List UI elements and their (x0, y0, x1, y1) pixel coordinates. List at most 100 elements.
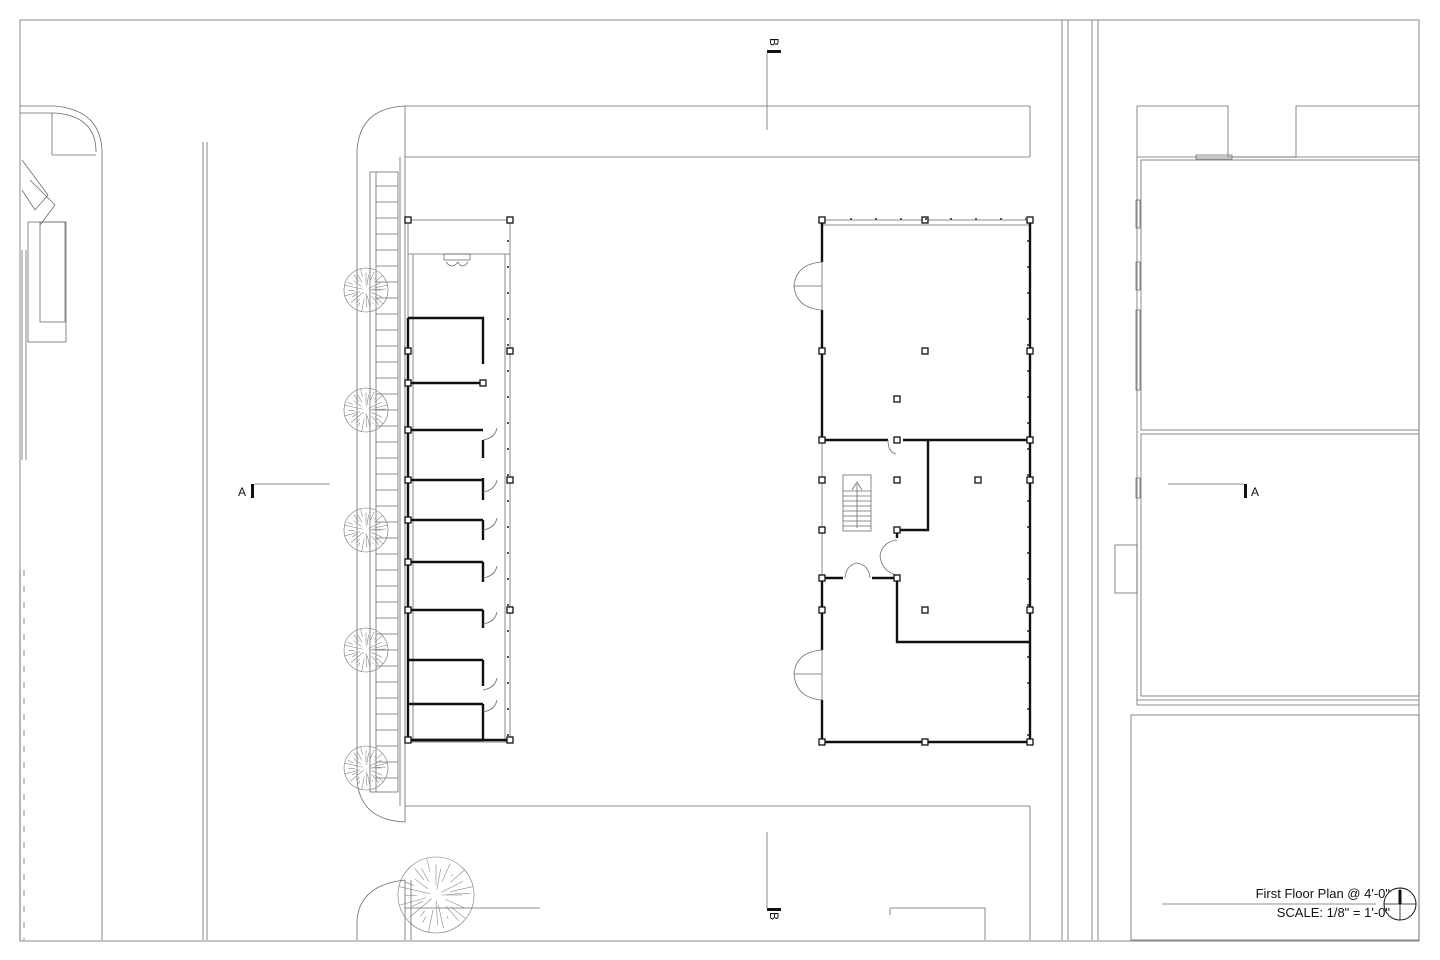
site-outline (356, 105, 1031, 940)
column (818, 574, 826, 582)
section-marker-a-right: A (1168, 483, 1259, 499)
column (404, 426, 412, 434)
column (479, 379, 487, 387)
column (893, 574, 901, 582)
mullion (1027, 266, 1029, 268)
mullion (507, 630, 509, 632)
mullion (507, 474, 509, 476)
stair (842, 474, 872, 532)
column (1026, 347, 1034, 355)
right-neighbor-building (1061, 20, 1420, 941)
mullion (1027, 552, 1029, 554)
section-marker-b-bottom: B (766, 832, 781, 920)
tree-symbol-icon (343, 387, 389, 433)
mullion (1027, 474, 1029, 476)
section-marker-a-left: A (238, 483, 330, 499)
mullion (900, 218, 902, 220)
tree-symbol-icon (397, 856, 475, 934)
column (818, 436, 826, 444)
mullion (1025, 218, 1027, 220)
mullion (507, 552, 509, 554)
bench-strip (369, 171, 399, 793)
column (404, 516, 412, 524)
column (893, 526, 901, 534)
column (818, 738, 826, 746)
north-arrow-icon (1383, 887, 1417, 921)
mullion (507, 682, 509, 684)
mullion (1027, 318, 1029, 320)
column (506, 347, 514, 355)
column (893, 436, 901, 444)
mullion (1027, 526, 1029, 528)
column (974, 476, 982, 484)
tree-symbol-icon (343, 267, 389, 313)
column (404, 476, 412, 484)
column (404, 736, 412, 744)
drawing-title: First Floor Plan @ 4'-0" (1255, 886, 1390, 901)
mullion (1027, 734, 1029, 736)
lower-site (356, 879, 986, 940)
mullion (507, 526, 509, 528)
column (404, 606, 412, 614)
column (893, 395, 901, 403)
mullion (1027, 630, 1029, 632)
column (818, 526, 826, 534)
mullion (1027, 448, 1029, 450)
mullion (507, 578, 509, 580)
mullion (950, 218, 952, 220)
mullion (1027, 344, 1029, 346)
mullion (507, 604, 509, 606)
mullion (507, 318, 509, 320)
mullion (507, 734, 509, 736)
mullion (875, 218, 877, 220)
column (1026, 216, 1034, 224)
column (506, 606, 514, 614)
mullion (507, 422, 509, 424)
mullion (1027, 370, 1029, 372)
section-label-a-left: A (238, 485, 246, 499)
mullion (507, 500, 509, 502)
column (506, 736, 514, 744)
mullion (1027, 656, 1029, 658)
sheet-border (19, 19, 1420, 942)
tree-row (343, 267, 475, 934)
section-marker-b-top: B (766, 38, 781, 130)
mullion (507, 396, 509, 398)
mullion (1027, 422, 1029, 424)
mullion (1027, 500, 1029, 502)
tree-symbol-icon (343, 627, 389, 673)
column (506, 216, 514, 224)
column (404, 347, 412, 355)
mullion (507, 370, 509, 372)
column (404, 216, 412, 224)
mullion (1027, 240, 1029, 242)
mullion (1000, 218, 1002, 220)
column (506, 476, 514, 484)
right-building (793, 219, 1032, 744)
drawing-scale: SCALE: 1/8" = 1'-0" (1276, 905, 1390, 920)
column (404, 558, 412, 566)
column (1026, 436, 1034, 444)
column (818, 216, 826, 224)
mullion (507, 448, 509, 450)
tree-symbol-icon (343, 507, 389, 553)
column (1026, 738, 1034, 746)
mullion (507, 240, 509, 242)
stair-arrow (851, 481, 863, 528)
column (1026, 476, 1034, 484)
column (921, 738, 929, 746)
column (921, 347, 929, 355)
mullion (1027, 708, 1029, 710)
left-neighbor-building (19, 105, 103, 940)
title-block: First Floor Plan @ 4'-0" SCALE: 1/8" = 1… (1180, 884, 1390, 922)
column (818, 347, 826, 355)
left-building (406, 219, 511, 743)
column (818, 476, 826, 484)
mullion (850, 218, 852, 220)
mullion (1027, 292, 1029, 294)
section-label-a-right: A (1251, 485, 1259, 499)
mullion (507, 266, 509, 268)
section-label-b-bottom: B (767, 912, 781, 920)
mullion (1027, 682, 1029, 684)
